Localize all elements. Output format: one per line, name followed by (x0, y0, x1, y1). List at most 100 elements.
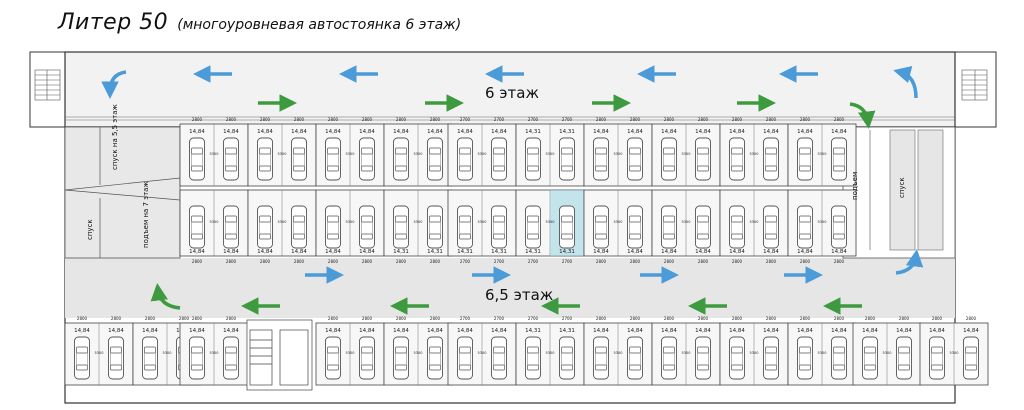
parking-length-label: 5300 (682, 220, 691, 224)
parking-area-label: 14,84 (108, 328, 124, 334)
parking-width-label: 2800 (430, 259, 441, 264)
parking-width-label: 2800 (226, 117, 237, 122)
parking-width-label: 2800 (630, 117, 641, 122)
parking-area-label: 14,84 (491, 328, 507, 334)
car-icon (763, 336, 779, 380)
parking-area-label: 14,84 (189, 249, 205, 255)
parking-width-label: 2800 (698, 316, 709, 321)
parking-area-label: 14,31 (559, 249, 575, 255)
parking-width-label: 2800 (664, 316, 675, 321)
green-direction-arrow (849, 102, 876, 129)
parking-area-label: 14,31 (393, 249, 409, 255)
parking-width-label: 2800 (834, 117, 845, 122)
parking-width-label: 2800 (732, 117, 743, 122)
car-icon (491, 137, 507, 181)
car-icon (142, 336, 158, 380)
ramp-label-down-left: спуск (86, 219, 94, 240)
parking-area-label: 14,84 (593, 249, 609, 255)
parking-area-label: 14,84 (729, 129, 745, 135)
staircase-icon (961, 69, 988, 101)
parking-width-label: 2700 (562, 259, 573, 264)
car-icon (491, 336, 507, 380)
parking-area-label: 14,84 (831, 328, 847, 334)
parking-width-label: 2800 (766, 117, 777, 122)
car-icon (797, 336, 813, 380)
blue-direction-arrow (893, 66, 918, 99)
parking-length-label: 5300 (546, 220, 555, 224)
parking-length-label: 5300 (346, 220, 355, 224)
parking-length-label: 5300 (614, 220, 623, 224)
car-icon (593, 205, 609, 249)
parking-length-label: 5300 (478, 152, 487, 156)
car-icon (559, 137, 575, 181)
car-icon (108, 336, 124, 380)
parking-area-label: 14,84 (763, 328, 779, 334)
car-icon (559, 205, 575, 249)
traffic-arrows (101, 65, 924, 315)
parking-width-label: 2800 (800, 316, 811, 321)
parking-width-label: 2800 (294, 117, 305, 122)
parking-area-label: 14,84 (797, 249, 813, 255)
parking-width-label: 2800 (766, 259, 777, 264)
ramp-label-up-7: подъем на 7 этаж (142, 181, 150, 248)
parking-width-label: 2800 (834, 316, 845, 321)
parking-width-label: 2800 (328, 259, 339, 264)
car-icon (325, 137, 341, 181)
parking-length-label: 5300 (818, 220, 827, 224)
parking-length-label: 5300 (478, 351, 487, 355)
parking-length-label: 5300 (163, 351, 172, 355)
car-icon (393, 336, 409, 380)
parking-width-label: 2800 (732, 316, 743, 321)
car-icon (695, 205, 711, 249)
parking-area-label: 14,84 (393, 129, 409, 135)
parking-width-label: 2800 (698, 117, 709, 122)
parking-width-label: 2800 (260, 259, 271, 264)
car-icon (695, 336, 711, 380)
parking-area-label: 14,84 (457, 328, 473, 334)
parking-area-label: 14,84 (929, 328, 945, 334)
car-icon (831, 137, 847, 181)
parking-width-label: 2800 (362, 316, 373, 321)
parking-width-label: 2700 (460, 316, 471, 321)
car-icon (359, 336, 375, 380)
staircase-icon (246, 319, 313, 391)
car-icon (189, 205, 205, 249)
parking-length-label: 5300 (750, 351, 759, 355)
parking-width-label: 2800 (732, 259, 743, 264)
parking-length-label: 5300 (414, 152, 423, 156)
car-icon (257, 205, 273, 249)
parking-area-label: 14,84 (593, 129, 609, 135)
level-label-upper: 6 этаж (485, 84, 539, 102)
car-icon (427, 205, 443, 249)
parking-width-label: 2700 (528, 316, 539, 321)
parking-length-label: 5300 (750, 220, 759, 224)
parking-length-label: 5300 (682, 351, 691, 355)
parking-pair: 14,84 2800 14,84 2800 5300 (719, 189, 789, 264)
parking-width-label: 2800 (294, 259, 305, 264)
parking-length-label: 5300 (682, 152, 691, 156)
left-ramp-area (64, 126, 181, 259)
parking-width-label: 2800 (800, 117, 811, 122)
parking-area-label: 14,84 (729, 249, 745, 255)
parking-area-label: 14,84 (359, 129, 375, 135)
car-icon (929, 336, 945, 380)
car-icon (627, 336, 643, 380)
parking-length-label: 5300 (278, 220, 287, 224)
parking-bays: 14,84 2800 14,84 2800 5300 14,84 2800 14,84 2800… (64, 117, 989, 386)
parking-area-label: 14,84 (695, 129, 711, 135)
parking-area-label: 14,84 (257, 249, 273, 255)
parking-area-label: 14,84 (763, 249, 779, 255)
car-icon (325, 336, 341, 380)
